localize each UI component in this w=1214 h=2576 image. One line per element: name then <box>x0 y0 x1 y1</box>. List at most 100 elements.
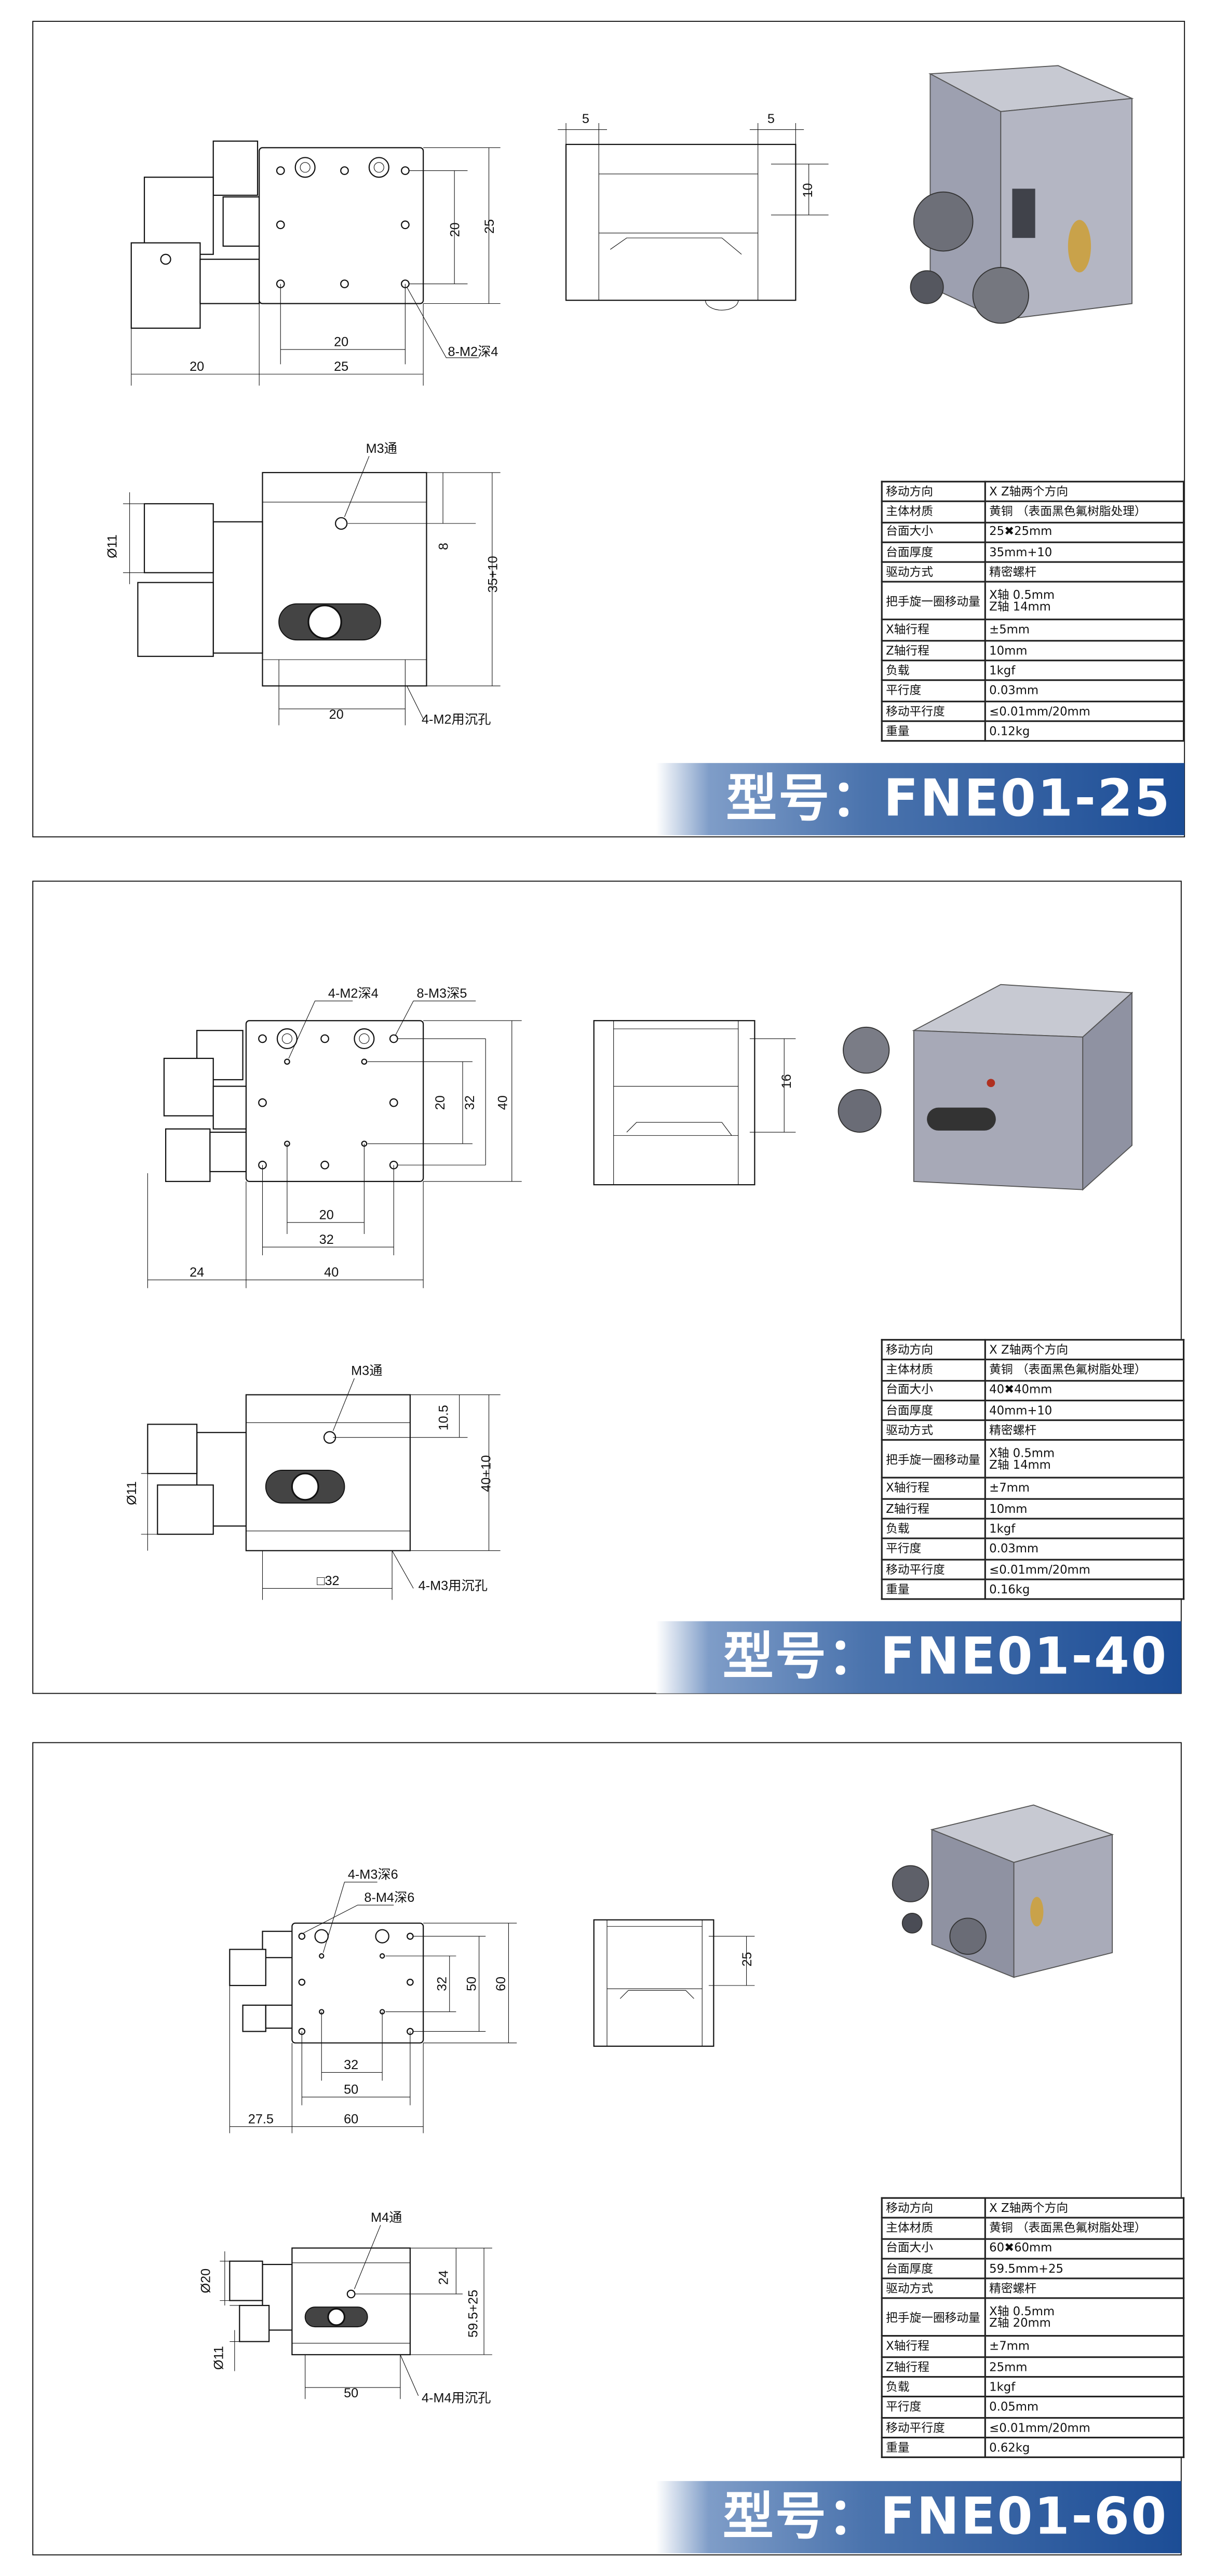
spec-label: 台面厚度 <box>881 541 986 564</box>
spec-label: 把手旋一圈移动量 <box>881 2298 986 2338</box>
spec-value: 1kgf <box>984 660 1185 682</box>
hole-note: 4-M3深6 <box>348 1868 398 1882</box>
bottom-note: 4-M2用沉孔 <box>422 712 491 727</box>
hole-note: M3通 <box>366 441 397 456</box>
spec-label: 驱动方式 <box>881 2277 986 2300</box>
model-prefix: 型号： <box>722 1628 881 1687</box>
dim-label: Ø20 <box>198 2269 213 2293</box>
dim-label: 20 <box>334 335 348 350</box>
dim-label: 16 <box>779 1074 794 1089</box>
dim-label: Ø11 <box>105 534 119 558</box>
spec-value: 0.12kg <box>984 720 1185 742</box>
dim-label: 24 <box>437 2270 451 2285</box>
spec-value: 1kgf <box>984 1518 1185 1540</box>
spec-label: 重量 <box>881 2436 986 2459</box>
spec-value: 60✖60mm <box>984 2237 1185 2260</box>
dim-label: 32 <box>319 1232 334 1247</box>
hole-note: 8-M2深4 <box>448 345 498 359</box>
dim-label: 5 <box>582 112 589 126</box>
panel-frame-fne01-25 <box>32 21 1185 838</box>
model-prefix: 型号： <box>726 769 884 829</box>
spec-row: 驱动方式精密螺杆 <box>881 2277 1185 2300</box>
spec-label: 台面厚度 <box>881 2258 986 2280</box>
spec-label: 平行度 <box>881 1538 986 1560</box>
spec-row: 驱动方式精密螺杆 <box>881 561 1185 584</box>
dim-label: 35+10 <box>485 556 500 593</box>
dim-label: 8 <box>437 543 451 550</box>
dim-label: 25 <box>334 359 348 374</box>
hole-note: M4通 <box>371 2210 402 2225</box>
dim-label: 20 <box>190 359 204 374</box>
spec-label: 台面厚度 <box>881 1399 986 1421</box>
spec-value: 40mm+10 <box>984 1399 1185 1421</box>
dim-label: 24 <box>190 1265 204 1280</box>
spec-value: 精密螺杆 <box>984 561 1185 584</box>
spec-label: 主体材质 <box>881 501 986 523</box>
dim-label: 50 <box>464 1977 479 1991</box>
spec-row: 移动平行度≤0.01mm/20mm <box>881 1558 1185 1580</box>
product-3d-render <box>838 984 1134 1191</box>
spec-label: 重量 <box>881 1578 986 1601</box>
product-3d-render <box>910 65 1134 324</box>
dim-label: 40 <box>324 1265 339 1280</box>
spec-label: 移动方向 <box>881 480 986 503</box>
dim-label: 25 <box>482 219 497 234</box>
spec-value: X Z轴两个方向 <box>984 1339 1185 1361</box>
spec-row: 移动平行度≤0.01mm/20mm <box>881 2416 1185 2438</box>
spec-value: 0.03mm <box>984 680 1185 702</box>
spec-value: 0.05mm <box>984 2396 1185 2419</box>
spec-value: 黄铜 （表面黑色氟树脂处理） <box>984 2217 1185 2239</box>
spec-value: X Z轴两个方向 <box>984 480 1185 503</box>
spec-value: 59.5mm+25 <box>984 2258 1185 2280</box>
model-number: FNE01-25 <box>883 769 1171 829</box>
spec-row: 驱动方式精密螺杆 <box>881 1419 1185 1442</box>
spec-label: 负载 <box>881 2376 986 2398</box>
spec-value: X Z轴两个方向 <box>984 2197 1185 2219</box>
spec-value: 10mm <box>984 1497 1185 1520</box>
spec-label: 负载 <box>881 1518 986 1540</box>
spec-value: 35mm+10 <box>984 541 1185 564</box>
model-banner: 型号：FNE01-60 <box>656 2481 1181 2554</box>
dim-label: 10 <box>801 183 815 197</box>
spec-row: 主体材质黄铜 （表面黑色氟树脂处理） <box>881 1359 1185 1381</box>
dim-label: 32 <box>435 1977 449 1991</box>
dim-label: 25 <box>740 1952 754 1966</box>
spec-value: ±7mm <box>984 1478 1185 1500</box>
dim-label: 60 <box>344 2112 358 2126</box>
top-view-drawing <box>147 1000 522 1289</box>
spec-value: ±5mm <box>984 619 1185 641</box>
dim-label: □32 <box>317 1574 339 1588</box>
spec-label: 移动平行度 <box>881 1558 986 1580</box>
spec-value: 0.62kg <box>984 2436 1185 2459</box>
spec-row: X轴行程±7mm <box>881 1478 1185 1500</box>
model-prefix: 型号： <box>722 2487 881 2547</box>
hole-note: 8-M4深6 <box>364 1890 414 1905</box>
dim-label: 32 <box>344 2058 358 2072</box>
front-view-drawing <box>220 2225 492 2399</box>
spec-row: X轴行程±5mm <box>881 619 1185 641</box>
spec-value: X轴 0.5mm Z轴 14mm <box>984 1440 1185 1480</box>
spec-value: ≤0.01mm/20mm <box>984 700 1185 722</box>
spec-label: 移动平行度 <box>881 2416 986 2438</box>
dim-label: 59.5+25 <box>466 2290 480 2338</box>
dim-label: 20 <box>329 707 344 722</box>
spec-value: X轴 0.5mm Z轴 14mm <box>984 581 1185 621</box>
top-view-drawing <box>130 140 501 386</box>
